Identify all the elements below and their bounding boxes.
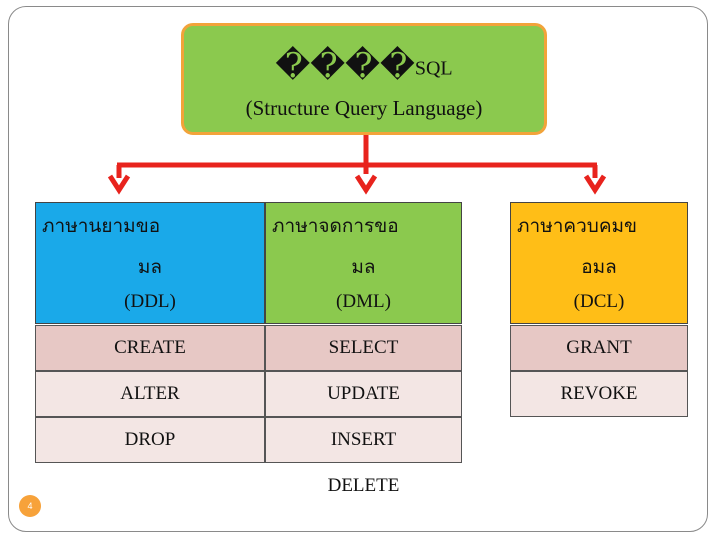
ddl-thai-line1: ภาษานยามขอ — [42, 216, 161, 237]
dcl-category-box: ภาษาควบคมข อมล (DCL) — [510, 202, 688, 324]
dml-category-box: ภาษาจดการขอ มล (DML) — [265, 202, 462, 324]
ddl-command-drop: DROP — [35, 417, 265, 463]
slide-frame — [8, 6, 708, 532]
page-number-badge: 4 — [19, 495, 41, 517]
sql-subtitle: (Structure Query Language) — [245, 96, 483, 120]
sql-title-box: ����SQL (Structure Query Language) — [181, 23, 547, 135]
ddl-abbreviation: (DDL) — [124, 291, 176, 312]
sql-title-prefix: ���� — [275, 48, 415, 85]
arrow-left-head — [107, 174, 131, 195]
ddl-command-alter: ALTER — [35, 371, 265, 417]
dml-command-insert: INSERT — [265, 417, 462, 463]
dcl-thai-line1: ภาษาควบคมข — [517, 216, 638, 237]
arrow-right-head — [583, 174, 607, 195]
dcl-thai-line2: อมล — [581, 257, 617, 278]
dml-abbreviation: (DML) — [336, 291, 391, 312]
sql-title-sql: SQL — [414, 57, 453, 80]
dml-command-select: SELECT — [265, 325, 462, 371]
dcl-abbreviation: (DCL) — [573, 291, 625, 312]
ddl-thai-line2: มล — [137, 257, 163, 278]
sql-title: ����SQL — [184, 46, 544, 86]
dml-command-delete: DELETE — [327, 475, 400, 496]
ddl-category-box: ภาษานยามขอ มล (DDL) — [35, 202, 265, 324]
ddl-command-create: CREATE — [35, 325, 265, 371]
dml-thai-line2: มล — [351, 257, 376, 278]
dcl-command-revoke: REVOKE — [510, 371, 688, 417]
arrow-middle-head — [354, 174, 378, 195]
dcl-command-grant: GRANT — [510, 325, 688, 371]
dml-command-update: UPDATE — [265, 371, 462, 417]
dml-thai-line1: ภาษาจดการขอ — [272, 216, 399, 237]
